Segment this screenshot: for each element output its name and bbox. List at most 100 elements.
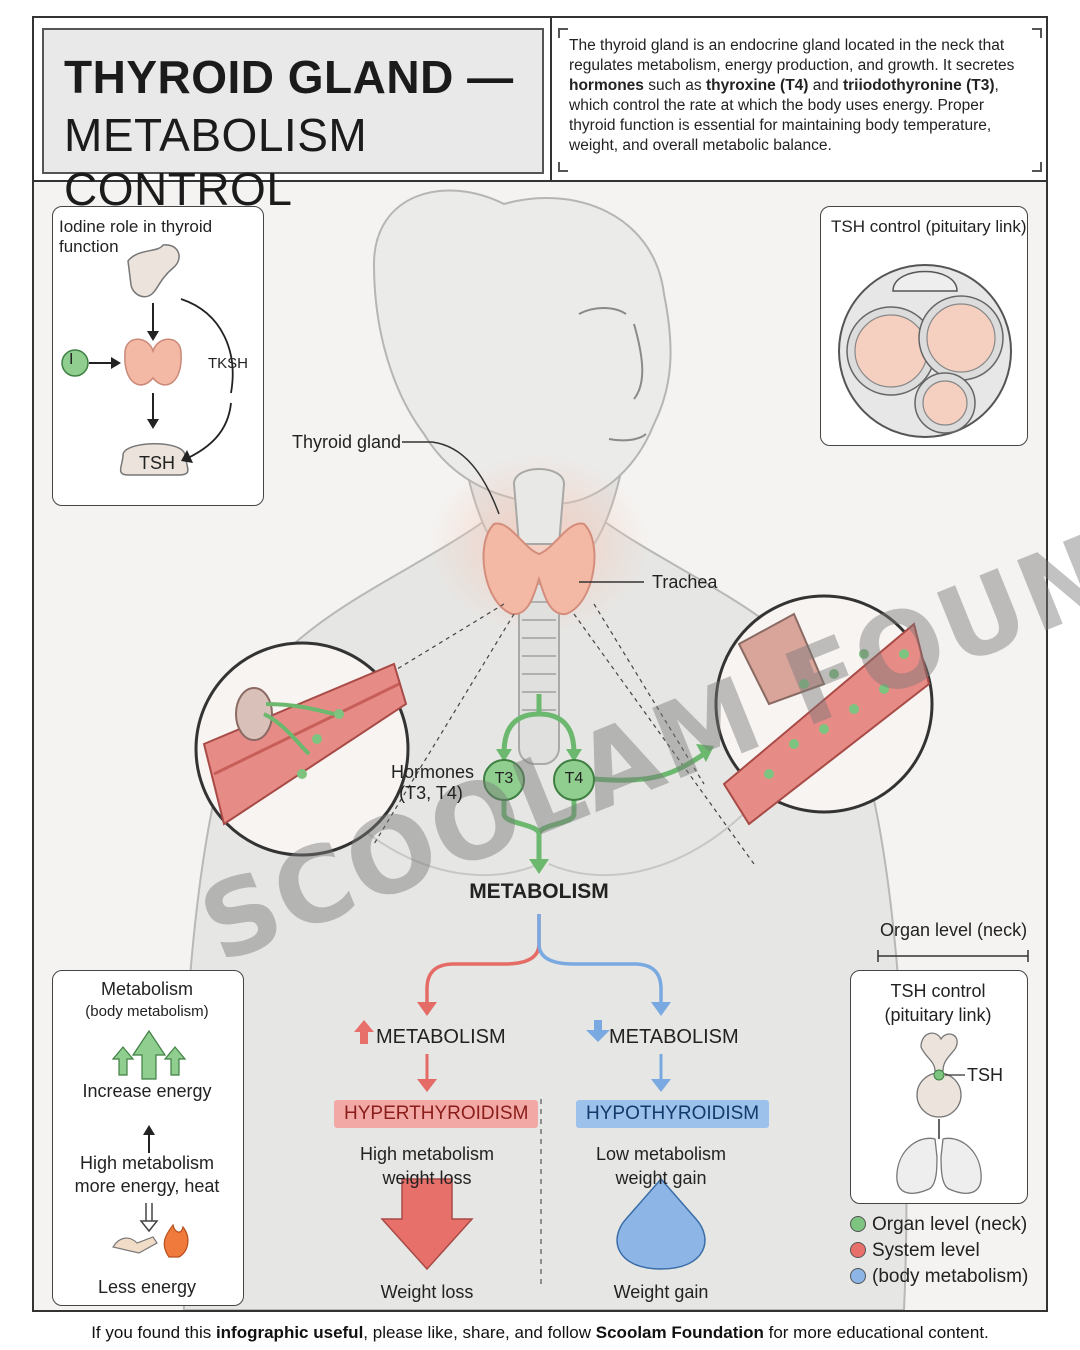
thyroid-icon [124,338,182,386]
legend-label: (body metabolism) [872,1266,1029,1287]
footer: If you found this infographic useful, pl… [0,1323,1080,1343]
organ-panel-title-line2: (pituitary link) [884,1005,992,1025]
increased-metabolism-heading: METABOLISM [376,1026,506,1048]
hormones-label: Hormones (T3, T4) [391,762,475,804]
arrow-head [417,1002,437,1016]
header: THYROID GLAND — METABOLISM CONTROL The t… [34,18,1046,215]
iodine-panel: Iodine role in thyroid function I TKSH T… [52,206,264,506]
intro-part: , which control the rate at which the bo… [569,77,999,154]
infographic-frame: THYROID GLAND — METABOLISM CONTROL The t… [32,16,1080,1312]
mouth-line [608,433,647,442]
hyperthyroidism-badge: HYPERTHYROIDISM [334,1100,539,1128]
bracket-corner [558,162,568,172]
trachea-label: Trachea [652,572,718,592]
hormones-label-line: Hormones [391,762,475,782]
iodine-diagram [61,244,234,476]
iodine-symbol: I [69,351,74,368]
hypothyroidism-badge: HYPOTHYROIDISM [576,1100,770,1128]
hypo-desc-line1: Low metabolism [595,1144,727,1164]
illustration-area: SCOOLAM FOUNDATION Iodine role in thyroi… [34,184,1080,1310]
weight-gain-drop-icon [616,1177,706,1270]
organ-tsh-label: TSH [967,1065,1003,1085]
high-metabolism-label: High metabolism [79,1153,215,1173]
footer-bold: infographic useful [215,1323,364,1342]
footer-part: for more educational content. [763,1323,989,1342]
up-arrow-icon [354,1020,374,1044]
pituitary-icon [127,244,180,298]
organ-panel: TSH control (pituitary link) TSH [850,970,1028,1204]
weight-gain-label: Weight gain [613,1282,709,1302]
title-box: THYROID GLAND — METABOLISM CONTROL [42,28,544,215]
down-arrow-icon [586,1020,610,1042]
legend-body-metabolism: (body metabolism) [850,1266,1028,1288]
t3-circle [483,759,525,801]
legend-label: System level [872,1240,980,1261]
metabolism-panel: Metabolism (body metabolism) Increase en… [52,970,244,1306]
hyper-desc-line2: weight loss [382,1168,472,1188]
organ-panel-title-line1: TSH control [890,981,986,1001]
intro-bold: thyroxine (T4) [705,77,809,94]
t3-label: T3 [494,770,514,787]
metabolism-label: METABOLISM [469,880,609,903]
eye-line [578,307,627,315]
magnifier-line [373,613,515,845]
intro-part: The thyroid gland is an endocrine gland … [569,37,1015,74]
pectoral-line [548,803,755,877]
tsh-target-icon [119,443,189,476]
footer-bold: Scoolam Foundation [595,1323,764,1342]
bracket-corner [1032,162,1042,172]
thyroid-gland-label: Thyroid gland [292,432,402,452]
intro-bold: triiodothyronine (T3) [842,77,995,94]
decreased-metabolism-heading: METABOLISM [609,1026,739,1048]
pituitary-icon [920,1032,958,1072]
resting-person-icon [112,1236,158,1254]
footer-part: If you found this [91,1323,216,1342]
arrow-head [651,1079,671,1092]
left-lung-icon [896,1137,938,1194]
page-subtitle: METABOLISM CONTROL [64,109,368,215]
more-energy-label: more energy, heat [74,1176,220,1196]
thyroid-leader-line [402,441,500,515]
legend-system-level: System level [850,1240,980,1262]
blue-dot-icon [850,1268,866,1284]
small-up-arrow-icon [163,1046,187,1076]
red-dot-icon [850,1242,866,1258]
bracket-corner [1032,28,1042,38]
weight-loss-arrow-icon [380,1178,474,1271]
intro-text: The thyroid gland is an endocrine gland … [569,36,1034,156]
hypo-desc-line2: weight gain [615,1168,707,1188]
tsh-panel-title: TSH control (pituitary link) [831,217,1027,236]
hyper-desc-line1: High metabolism [359,1144,495,1164]
less-energy-label: Less energy [97,1277,197,1297]
intro-bold: hormones [569,77,644,94]
arrow-head [529,859,549,874]
metabolism-panel-subtitle: (body metabolism) [85,1003,209,1020]
right-vessel-magnifier [714,594,934,826]
green-dot-icon [850,1216,866,1232]
iodine-circle-icon [61,349,89,377]
intro-part: such as [643,77,706,94]
follicle-cross-section [838,264,1012,438]
thyroid-gland [482,522,596,616]
magnifier-line [593,603,705,785]
weight-loss-label: Weight loss [380,1282,474,1302]
arrow-head [696,744,714,762]
t4-circle [553,759,595,801]
nose-line [633,323,644,400]
large-up-arrow-icon [131,1029,167,1080]
arrow-head [417,1079,437,1092]
organ-level-heading: Organ level (neck) [880,920,1028,940]
legend-label: Organ level (neck) [872,1214,1028,1235]
iodine-panel-title: Iodine role in thyroid function [59,217,213,256]
energy-diagram [111,1029,189,1258]
intro-part: and [808,77,843,94]
tksh-label: TKSH [208,355,249,372]
header-divider [550,18,552,182]
red-branch-line [425,914,541,1006]
increase-energy-label: Increase energy [82,1081,212,1101]
right-lung-icon [940,1137,982,1194]
organ-level-bracket [877,950,1029,962]
footer-part: , please like, share, and follow [363,1323,596,1342]
bracket-corner [558,28,568,38]
hormones-label-line: (T3, T4) [399,783,463,803]
